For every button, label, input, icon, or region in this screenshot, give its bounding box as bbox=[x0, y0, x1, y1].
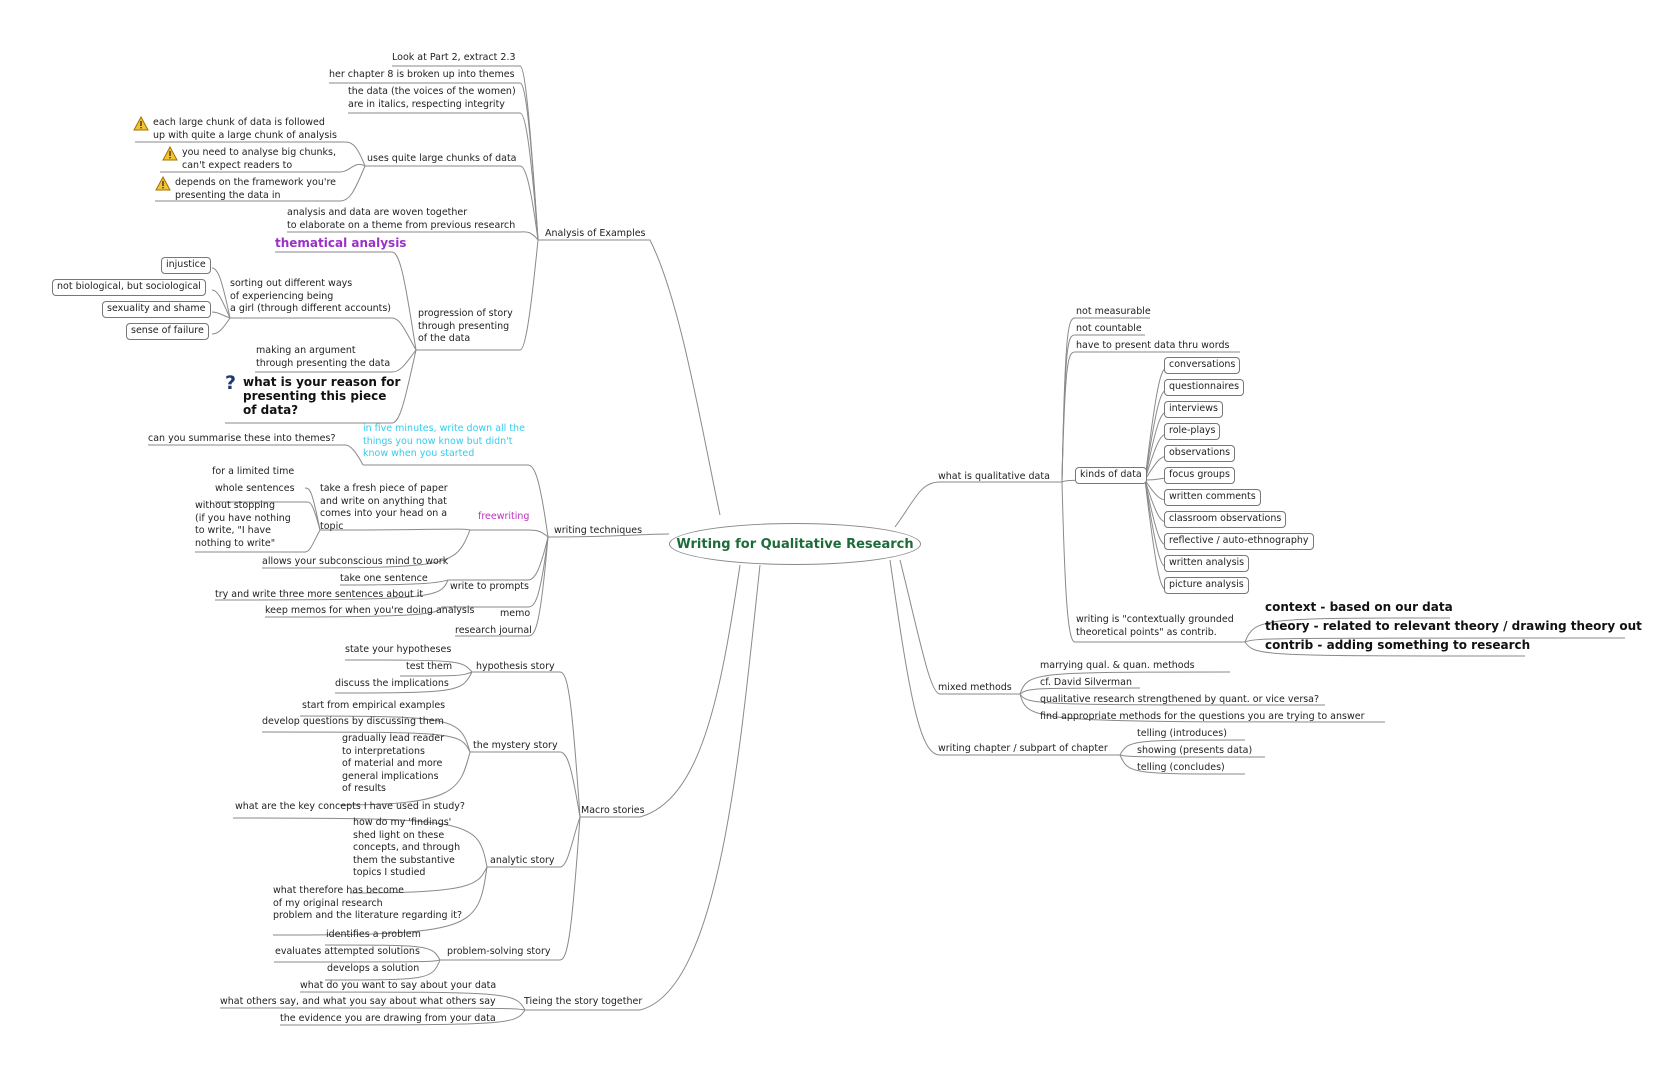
node-not-biological[interactable]: not biological, but sociological bbox=[52, 279, 206, 296]
topic-qualitative-data[interactable]: what is qualitative data bbox=[938, 471, 1050, 482]
node-therefore[interactable]: what therefore has become of my original… bbox=[273, 885, 462, 921]
node-injustice[interactable]: injustice bbox=[161, 257, 211, 274]
node-not-measurable[interactable]: not measurable bbox=[1076, 306, 1151, 317]
node-thru-words[interactable]: have to present data thru words bbox=[1076, 340, 1230, 351]
node-look-at-part[interactable]: Look at Part 2, extract 2.3 bbox=[392, 52, 516, 63]
node-sorting[interactable]: sorting out different ways of experienci… bbox=[230, 278, 391, 314]
node-appropriate-methods[interactable]: find appropriate methods for the questio… bbox=[1040, 711, 1365, 722]
node-framework[interactable]: depends on the framework you're presenti… bbox=[175, 177, 337, 201]
warning-icon bbox=[162, 146, 178, 161]
node-summarise[interactable]: can you summarise these into themes? bbox=[148, 433, 336, 444]
warning-icon bbox=[155, 176, 171, 191]
node-showing[interactable]: showing (presents data) bbox=[1137, 745, 1253, 756]
node-contextually-grounded[interactable]: writing is "contextually grounded theore… bbox=[1076, 614, 1234, 638]
topic-analysis-of-examples[interactable]: Analysis of Examples bbox=[545, 228, 646, 239]
node-woven[interactable]: analysis and data are woven together to … bbox=[287, 207, 516, 231]
kind-interviews[interactable]: interviews bbox=[1164, 401, 1223, 418]
kind-written-analysis[interactable]: written analysis bbox=[1164, 555, 1250, 572]
topic-writing-techniques[interactable]: writing techniques bbox=[554, 525, 643, 536]
node-contrib[interactable]: contrib - adding something to research bbox=[1265, 638, 1531, 652]
node-keep-memos[interactable]: keep memos for when you're doing analysi… bbox=[265, 605, 475, 616]
node-theory[interactable]: theory - related to relevant theory / dr… bbox=[1265, 619, 1642, 633]
node-marrying[interactable]: marrying qual. & quan. methods bbox=[1040, 660, 1195, 671]
link-mixed bbox=[899, 559, 1020, 695]
node-silverman[interactable]: cf. David Silverman bbox=[1040, 677, 1132, 688]
link-analysis bbox=[538, 239, 721, 516]
node-research-journal[interactable]: research journal bbox=[455, 625, 532, 636]
node-hypothesis-story[interactable]: hypothesis story bbox=[476, 661, 555, 672]
node-findings[interactable]: how do my 'findings' shed light on these… bbox=[353, 817, 461, 878]
node-telling-concludes[interactable]: telling (concludes) bbox=[1137, 762, 1225, 773]
node-large-chunks[interactable]: uses quite large chunks of data bbox=[367, 153, 517, 164]
node-sense-of-failure[interactable]: sense of failure bbox=[126, 323, 209, 340]
node-argument[interactable]: making an argument through presenting th… bbox=[256, 345, 391, 369]
node-sexuality-shame[interactable]: sexuality and shame bbox=[102, 301, 211, 318]
node-write-to-prompts[interactable]: write to prompts bbox=[450, 581, 529, 592]
link-chapter bbox=[889, 559, 1120, 756]
node-subconscious[interactable]: allows your subconscious mind to work bbox=[262, 556, 449, 567]
node-state-hypotheses[interactable]: state your hypotheses bbox=[345, 644, 452, 655]
kind-role-plays[interactable]: role-plays bbox=[1164, 423, 1221, 440]
svg-text:?: ? bbox=[225, 373, 236, 393]
node-chunk-followed[interactable]: each large chunk of data is followed up … bbox=[153, 117, 337, 141]
node-not-countable[interactable]: not countable bbox=[1076, 323, 1142, 334]
topic-writing-chapter[interactable]: writing chapter / subpart of chapter bbox=[938, 743, 1108, 754]
kind-reflective[interactable]: reflective / auto-ethnography bbox=[1164, 533, 1314, 550]
link-techniques bbox=[547, 533, 670, 538]
topic-tieing-story[interactable]: Tieing the story together bbox=[524, 996, 643, 1007]
kind-observations[interactable]: observations bbox=[1164, 445, 1236, 462]
node-one-sentence[interactable]: take one sentence bbox=[340, 573, 428, 584]
kind-questionnaires[interactable]: questionnaires bbox=[1164, 379, 1245, 396]
node-develops-solution[interactable]: develops a solution bbox=[327, 963, 420, 974]
node-without-stopping[interactable]: without stopping (if you have nothing to… bbox=[195, 500, 291, 549]
kind-written-comments[interactable]: written comments bbox=[1164, 489, 1261, 506]
kind-picture-analysis[interactable]: picture analysis bbox=[1164, 577, 1249, 594]
node-five-minutes[interactable]: in five minutes, write down all the thin… bbox=[363, 423, 525, 459]
node-discuss-implications[interactable]: discuss the implications bbox=[335, 678, 449, 689]
node-freewriting[interactable]: freewriting bbox=[478, 511, 530, 522]
central-topic[interactable]: Writing for Qualitative Research bbox=[669, 523, 921, 565]
question-icon: ? bbox=[225, 373, 236, 393]
node-problem-solving-story[interactable]: problem-solving story bbox=[447, 946, 551, 957]
node-identifies-problem[interactable]: identifies a problem bbox=[326, 929, 421, 940]
node-fresh-paper[interactable]: take a fresh piece of paper and write on… bbox=[320, 483, 448, 532]
node-analytic-story[interactable]: analytic story bbox=[490, 855, 555, 866]
node-others-say[interactable]: what others say, and what you say about … bbox=[220, 996, 496, 1007]
warning-icon bbox=[133, 116, 149, 131]
node-context[interactable]: context - based on our data bbox=[1265, 600, 1453, 614]
node-telling-introduces[interactable]: telling (introduces) bbox=[1137, 728, 1227, 739]
topic-mixed-methods[interactable]: mixed methods bbox=[938, 682, 1012, 693]
topic-macro-stories[interactable]: Macro stories bbox=[581, 805, 645, 816]
node-test-them[interactable]: test them bbox=[406, 661, 453, 672]
node-reason-question[interactable]: what is your reason for presenting this … bbox=[243, 375, 401, 417]
node-three-more[interactable]: try and write three more sentences about… bbox=[215, 589, 424, 600]
kind-classroom-observations[interactable]: classroom observations bbox=[1164, 511, 1287, 528]
node-voices[interactable]: the data (the voices of the women) are i… bbox=[348, 86, 516, 110]
link-tieing bbox=[639, 564, 761, 1011]
kind-conversations[interactable]: conversations bbox=[1164, 357, 1241, 374]
node-develop-questions[interactable]: develop questions by discussing them bbox=[262, 716, 444, 727]
node-memo[interactable]: memo bbox=[500, 608, 531, 619]
link-qualdata bbox=[894, 481, 1062, 528]
node-limited-time[interactable]: for a limited time bbox=[212, 466, 295, 477]
node-chapter8[interactable]: her chapter 8 is broken up into themes bbox=[329, 69, 515, 80]
central-topic-label: Writing for Qualitative Research bbox=[676, 536, 914, 552]
node-key-concepts[interactable]: what are the key concepts I have used in… bbox=[235, 801, 465, 812]
node-progression[interactable]: progression of story through presenting … bbox=[418, 308, 513, 344]
node-kinds-of-data[interactable]: kinds of data bbox=[1075, 467, 1147, 484]
node-whole-sentences[interactable]: whole sentences bbox=[215, 483, 295, 494]
kind-focus-groups[interactable]: focus groups bbox=[1164, 467, 1235, 484]
node-evaluates-solutions[interactable]: evaluates attempted solutions bbox=[275, 946, 420, 957]
node-strengthened[interactable]: qualitative research strengthened by qua… bbox=[1040, 694, 1320, 705]
node-mystery-story[interactable]: the mystery story bbox=[473, 740, 558, 751]
node-gradually[interactable]: gradually lead reader to interpretations… bbox=[342, 733, 445, 794]
node-what-say[interactable]: what do you want to say about your data bbox=[300, 980, 497, 991]
link-macro bbox=[580, 564, 741, 818]
node-start-empirical[interactable]: start from empirical examples bbox=[302, 700, 446, 711]
node-thematical-analysis[interactable]: thematical analysis bbox=[275, 236, 407, 250]
node-evidence[interactable]: the evidence you are drawing from your d… bbox=[280, 1013, 496, 1024]
node-analyse-big[interactable]: you need to analyse big chunks, can't ex… bbox=[182, 147, 337, 171]
